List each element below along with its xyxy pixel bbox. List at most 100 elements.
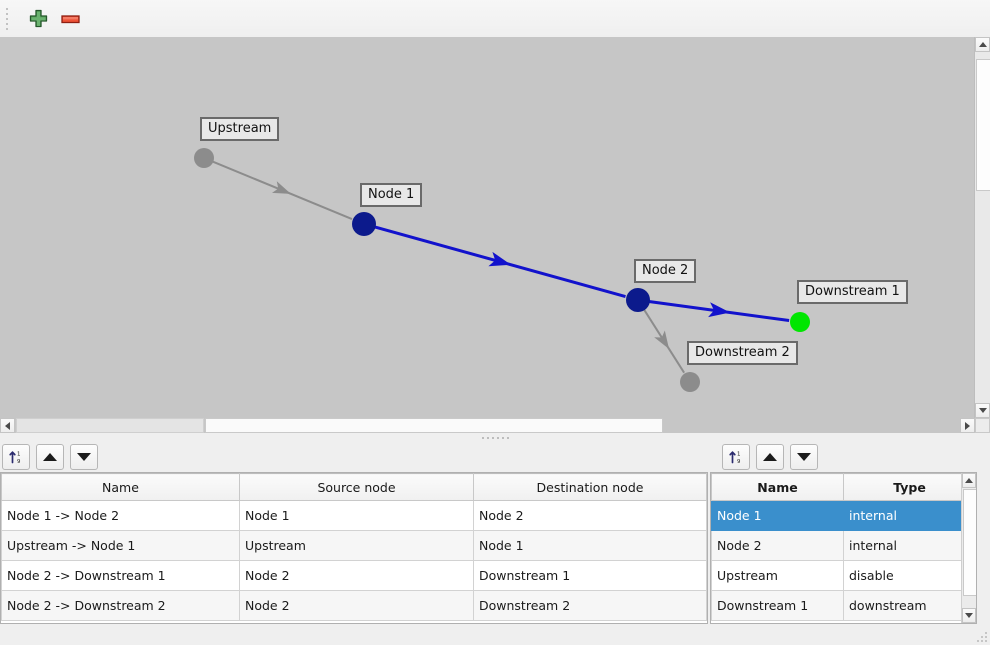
links-sort-button[interactable]: 1 9	[2, 444, 30, 470]
table-cell[interactable]: disable	[843, 560, 976, 591]
vertical-scroll-thumb[interactable]	[963, 489, 976, 596]
edge-layer	[211, 160, 790, 374]
canvas-vertical-scrollbar[interactable]	[974, 37, 990, 418]
links-column-header[interactable]: Name	[1, 473, 240, 501]
nodes-column-header[interactable]: Name	[711, 473, 844, 501]
window-resize-grip[interactable]	[975, 630, 987, 642]
links-move-down-button[interactable]	[70, 444, 98, 470]
graph-node-node1[interactable]	[352, 212, 376, 236]
graph-node-upstream[interactable]	[194, 148, 214, 168]
triangle-down-icon	[965, 613, 973, 618]
table-cell[interactable]: Upstream -> Node 1	[1, 530, 240, 561]
table-cell[interactable]: Downstream 2	[473, 590, 707, 621]
table-cell[interactable]: Node 2 -> Downstream 1	[1, 560, 240, 591]
vertical-scroll-thumb[interactable]	[976, 59, 990, 191]
graph-drawing[interactable]	[0, 37, 975, 418]
table-cell[interactable]: Downstream 1	[711, 590, 844, 621]
horizontal-scroll-track-left[interactable]	[16, 418, 204, 433]
table-cell[interactable]: Node 2	[473, 500, 707, 531]
table-cell[interactable]: Node 2	[239, 590, 474, 621]
table-cell[interactable]: Upstream	[711, 560, 844, 591]
nodes-move-up-button[interactable]	[756, 444, 784, 470]
main-toolbar	[0, 0, 990, 38]
scroll-up-button[interactable]	[962, 473, 976, 488]
horizontal-scroll-track-right[interactable]	[664, 418, 959, 433]
triangle-right-icon	[965, 421, 970, 430]
arrowhead-upstream-node1	[271, 181, 291, 194]
triangle-left-icon	[5, 421, 10, 430]
table-cell[interactable]: Node 2	[711, 530, 844, 561]
table-cell[interactable]: Node 2 -> Downstream 2	[1, 590, 240, 621]
svg-text:9: 9	[737, 459, 741, 465]
svg-text:1: 1	[17, 451, 20, 457]
minus-icon	[60, 14, 80, 23]
node-layer	[194, 148, 810, 392]
triangle-down-icon	[978, 408, 987, 413]
horizontal-scroll-thumb[interactable]	[205, 418, 663, 433]
scroll-right-button[interactable]	[960, 418, 975, 433]
graph-node-label-downstream1[interactable]: Downstream 1	[797, 280, 908, 304]
triangle-down-icon	[797, 453, 811, 461]
remove-node-button[interactable]	[54, 3, 86, 35]
table-cell[interactable]: Node 2	[239, 560, 474, 591]
scroll-down-button[interactable]	[962, 608, 976, 623]
table-cell[interactable]: Node 1	[473, 530, 707, 561]
graph-node-label-downstream2[interactable]: Downstream 2	[687, 341, 798, 365]
nodes-column-header[interactable]: Type	[843, 473, 976, 501]
links-move-up-button[interactable]	[36, 444, 64, 470]
sort-icon: 1 9	[9, 451, 21, 465]
canvas-horizontal-scrollbar[interactable]	[0, 418, 990, 433]
table-cell[interactable]: internal	[843, 500, 976, 531]
links-column-header[interactable]: Source node	[239, 473, 474, 501]
graph-node-label-node2[interactable]: Node 2	[634, 259, 697, 283]
table-cell[interactable]: Node 1	[239, 500, 474, 531]
graph-node-node2[interactable]	[626, 288, 650, 312]
triangle-up-icon	[763, 453, 777, 461]
graph-node-downstream1[interactable]	[790, 312, 810, 332]
triangle-up-icon	[43, 453, 57, 461]
table-cell[interactable]: Node 1	[711, 500, 844, 531]
scroll-up-button[interactable]	[975, 37, 990, 52]
graph-node-downstream2[interactable]	[680, 372, 700, 392]
panel-splitter[interactable]	[0, 433, 990, 443]
arrowhead-node2-downstream2	[654, 330, 670, 349]
table-cell[interactable]: Node 1 -> Node 2	[1, 500, 240, 531]
links-column-header[interactable]: Destination node	[473, 473, 707, 501]
graph-node-label-node1[interactable]: Node 1	[360, 183, 423, 207]
table-cell[interactable]: Upstream	[239, 530, 474, 561]
table-cell[interactable]: Downstream 1	[473, 560, 707, 591]
toolbar-drag-handle[interactable]	[0, 0, 14, 37]
graph-node-label-upstream[interactable]: Upstream	[200, 117, 280, 141]
scroll-left-button[interactable]	[0, 418, 15, 433]
table-cell[interactable]: downstream	[843, 590, 976, 621]
links-panel-toolbar: 1 9	[0, 443, 708, 472]
panel-divider[interactable]	[708, 443, 710, 625]
nodes-table-vertical-scrollbar[interactable]	[961, 473, 976, 623]
plus-icon	[29, 9, 47, 28]
table-cell[interactable]: internal	[843, 530, 976, 561]
arrowhead-node2-downstream1	[708, 302, 731, 318]
scrollbar-corner	[975, 418, 990, 433]
nodes-move-down-button[interactable]	[790, 444, 818, 470]
scroll-down-button[interactable]	[975, 403, 990, 418]
nodes-sort-button[interactable]: 1 9	[722, 444, 750, 470]
add-node-button[interactable]	[22, 3, 54, 35]
